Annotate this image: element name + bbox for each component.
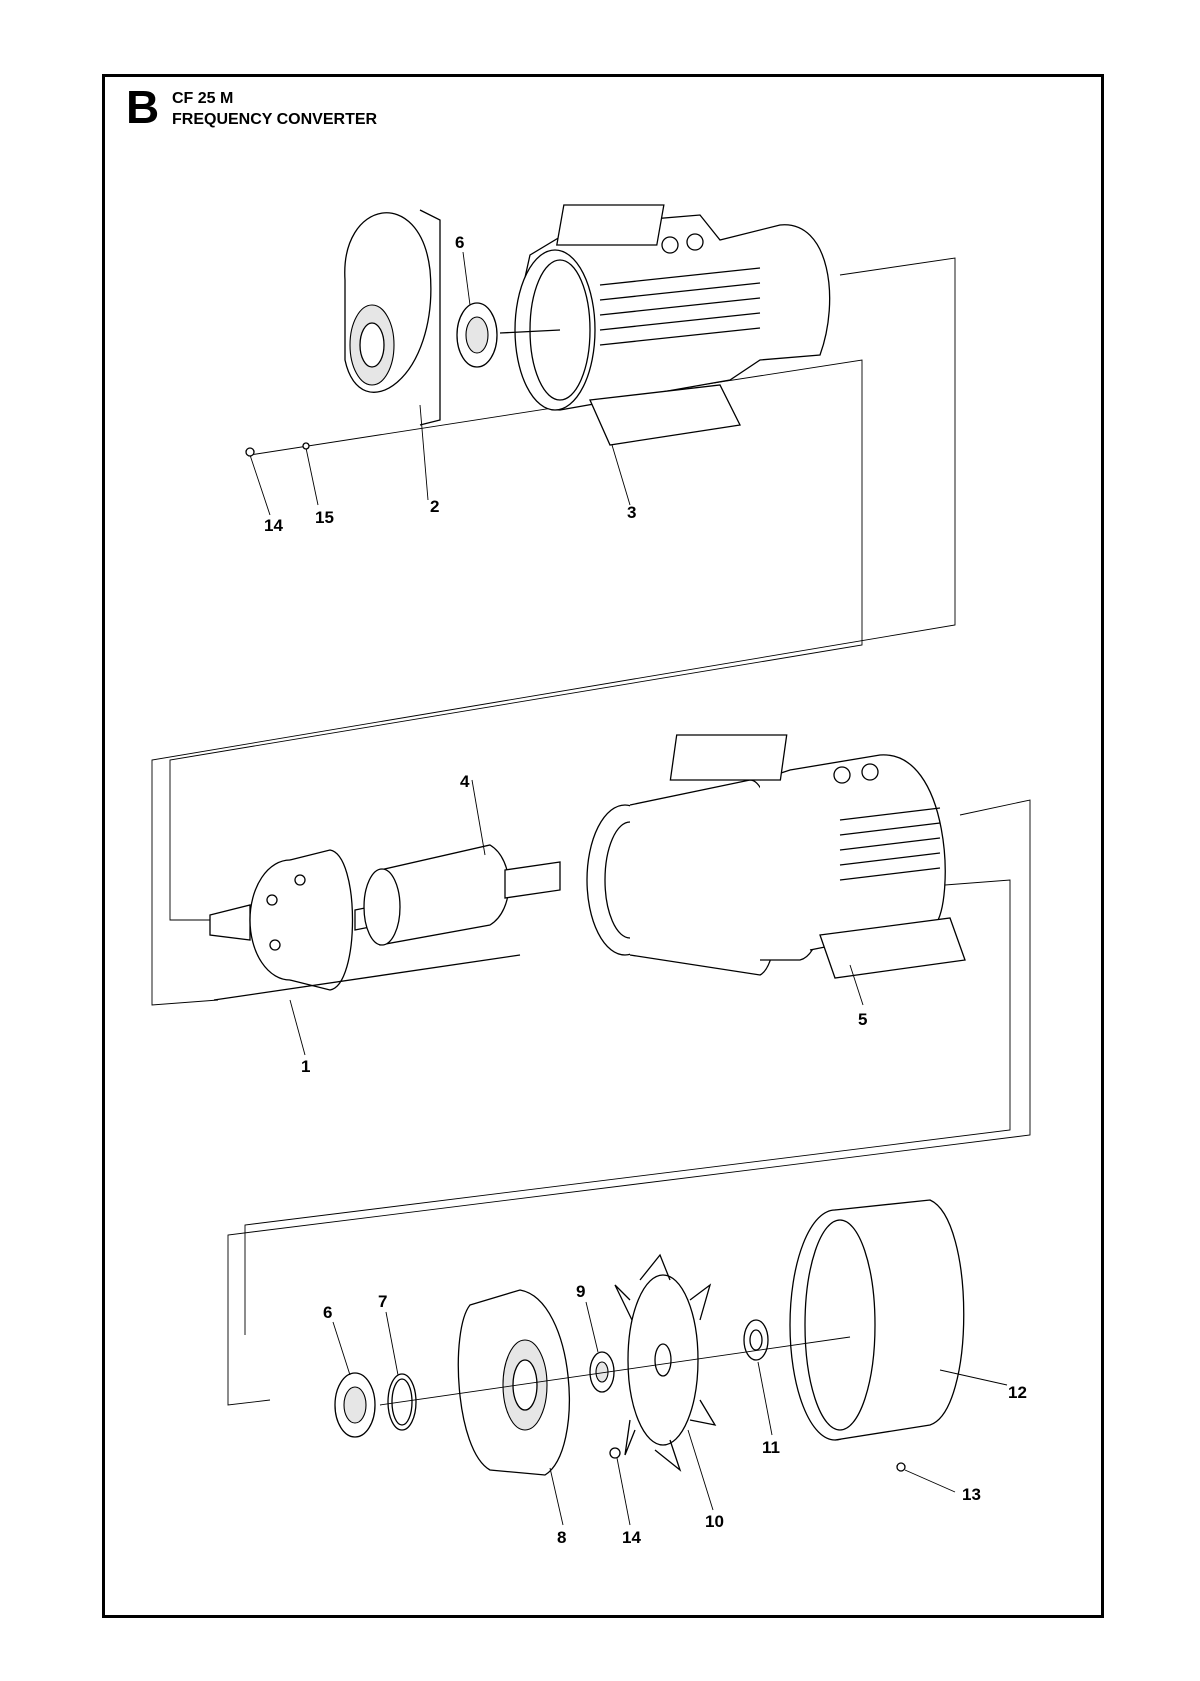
callout-label: 3	[627, 503, 636, 522]
leader-line	[471, 779, 486, 856]
drawing-frame	[102, 74, 1104, 1618]
callout-label: 7	[378, 1292, 387, 1311]
callout-label: 12	[1008, 1383, 1027, 1402]
callout-label: 8	[557, 1528, 566, 1547]
leader-line	[249, 454, 271, 516]
callout-label: 14	[622, 1528, 641, 1547]
screw	[896, 1462, 906, 1472]
leader-line	[611, 444, 631, 506]
callout-label: 13	[962, 1485, 981, 1504]
callout-label: 14	[264, 516, 283, 535]
callout-label: 15	[315, 508, 334, 527]
callout-label: 9	[576, 1282, 585, 1301]
callout-label: 11	[762, 1438, 780, 1457]
motor-housing	[499, 204, 831, 446]
leader-line	[585, 1301, 599, 1353]
rotor-shaft	[209, 844, 561, 991]
leader-line	[616, 1457, 631, 1526]
callout-label: 6	[323, 1303, 332, 1322]
leader-line	[419, 404, 429, 501]
callout-label: 5	[858, 1010, 867, 1029]
end-shield	[457, 1289, 570, 1476]
leader-line	[289, 999, 306, 1056]
leader-line	[332, 1321, 351, 1376]
leader-line	[849, 964, 864, 1006]
nut	[245, 447, 255, 457]
callout-label: 4	[460, 772, 470, 791]
cooling-fan	[614, 1253, 717, 1472]
alignment-line	[227, 799, 1031, 1406]
diagram-title: FREQUENCY CONVERTER	[172, 111, 378, 128]
leader-line	[549, 1467, 564, 1526]
callout-label: 6	[455, 233, 464, 252]
washer	[302, 442, 310, 450]
end-shield	[344, 209, 441, 426]
alignment-line	[169, 359, 863, 921]
leader-line	[385, 1311, 399, 1376]
callout-label: 10	[705, 1512, 724, 1531]
alignment-line	[244, 879, 1011, 1335]
callout-label: 2	[430, 497, 439, 516]
leader-line	[939, 1369, 1008, 1386]
model-label: CF 25 M	[172, 90, 234, 107]
stator-housing	[586, 734, 966, 979]
leader-line	[305, 447, 319, 506]
leader-line	[904, 1469, 956, 1493]
bearing	[456, 302, 498, 368]
axis-line	[379, 1336, 851, 1406]
nut	[609, 1447, 621, 1459]
bearing	[334, 1372, 376, 1438]
alignment-line	[151, 257, 956, 1006]
fan-cover	[789, 1199, 965, 1441]
leader-line	[687, 1429, 714, 1511]
section-letter: B	[126, 81, 160, 133]
washer-inner	[749, 1329, 763, 1351]
leader-line	[757, 1361, 773, 1436]
leader-line	[462, 251, 471, 306]
key	[213, 954, 521, 1001]
callout-label: 1	[301, 1057, 310, 1076]
